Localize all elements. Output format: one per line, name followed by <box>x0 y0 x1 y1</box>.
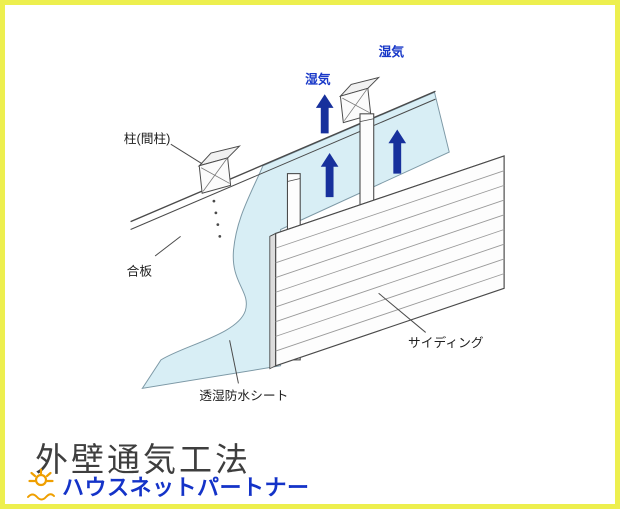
logo-mark-icon <box>27 468 55 501</box>
caption-title: 外壁通気工法 <box>35 440 251 479</box>
stud-leader-line <box>170 143 203 165</box>
moisture-label-2: 湿気 <box>379 44 405 59</box>
nail-dots <box>212 199 222 238</box>
stud-label: 柱(間柱) <box>124 131 171 146</box>
moisture-arrow-1 <box>315 94 334 134</box>
siding-label: サイディング <box>408 335 484 350</box>
brand-name: ハウスネットパートナー <box>62 475 310 500</box>
stud-box-1 <box>197 145 241 194</box>
siding-panel <box>269 155 505 370</box>
top-rail-line-lower <box>130 98 436 230</box>
moisture-arrow-2 <box>320 153 339 198</box>
leader-lines <box>154 143 426 384</box>
plywood-leader-line <box>154 235 181 257</box>
siding-leader-line <box>378 292 426 333</box>
top-rail-line-upper <box>130 90 436 223</box>
plywood-label: 合板 <box>127 264 153 279</box>
wall-construction-diagram: 柱(間柱) 合板 湿気 湿気 サイディング 透湿防水シート <box>124 44 505 403</box>
moisture-label-1: 湿気 <box>305 71 331 86</box>
sheet-leader-line <box>229 340 239 384</box>
breathable-sheet-label: 透湿防水シート <box>199 388 288 403</box>
moisture-arrow-3 <box>388 129 407 174</box>
moisture-arrows <box>315 94 407 198</box>
brand-logo: ハウスネットパートナー <box>23 468 310 504</box>
